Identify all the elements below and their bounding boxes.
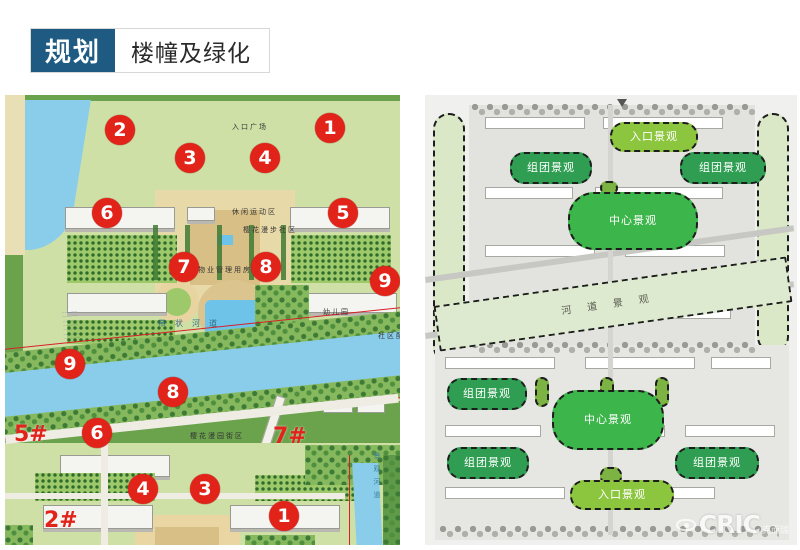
- map-label: 休闲运动区: [232, 208, 277, 216]
- building-number-marker[interactable]: 1: [269, 501, 299, 531]
- central-plaza: [201, 245, 256, 285]
- map-label: 樱花漫步社区: [243, 226, 297, 234]
- site-master-plan-image[interactable]: ————— ————— ————— ————— ————— ————— ————…: [5, 95, 400, 545]
- building-shadow: [290, 229, 390, 232]
- landscape-zone[interactable]: 入口景观: [570, 480, 674, 510]
- tree-row: [471, 103, 757, 117]
- map-label: 带状河道: [158, 319, 226, 328]
- north-lawn-west: [67, 235, 177, 283]
- building-hash-label: 5#: [14, 422, 48, 447]
- map-label: 物业管理用房: [198, 266, 252, 274]
- map-label: 幼儿园: [323, 308, 350, 316]
- building-number-marker[interactable]: 4: [250, 143, 280, 173]
- landscape-zone[interactable]: 中心景观: [552, 390, 664, 450]
- map-label: 樱花漫园街区: [190, 432, 244, 440]
- lower-axis-inner: [155, 527, 219, 545]
- landscape-zone[interactable]: 组团景观: [675, 447, 759, 479]
- site-plan-canvas: ————— ————— ————— ————— ————— ————— ————…: [5, 95, 400, 545]
- landscape-diagram-canvas: 入口景观组团景观组团景观中心景观河道景观中心景观组团景观组团景观组团景观入口景观: [425, 95, 797, 545]
- lower-grove-east: [245, 535, 315, 545]
- building-shadow: [67, 313, 167, 316]
- building-slab: [585, 357, 695, 369]
- north-lawn-east: [291, 235, 391, 283]
- hedge-row: [217, 225, 222, 280]
- landscape-link-node: [535, 377, 549, 407]
- page-title: 楼幢及绿化: [131, 40, 252, 67]
- building-number-marker[interactable]: 9: [55, 349, 85, 379]
- building-hash-label: 7#: [273, 424, 307, 449]
- building-number-marker[interactable]: 3: [175, 143, 205, 173]
- building-number-marker[interactable]: 4: [128, 474, 158, 504]
- landscape-zone[interactable]: 中心景观: [568, 192, 698, 250]
- page-header: 规划 楼幢及绿化: [30, 28, 271, 73]
- west-bank: [5, 95, 25, 255]
- building-shadow: [305, 313, 397, 316]
- landscape-zone[interactable]: 组团景观: [447, 447, 529, 479]
- hedge-row: [281, 225, 286, 280]
- building-shadow: [43, 529, 153, 532]
- building-number-marker[interactable]: 6: [92, 198, 122, 228]
- map-annotation-block: ————— ————— ————— ————— ————— ————— ————…: [61, 309, 81, 341]
- building-shadow: [187, 221, 215, 224]
- building-hash-label: 2#: [44, 508, 78, 533]
- building-block: [187, 207, 215, 221]
- landscape-zone[interactable]: 组团景观: [510, 152, 592, 184]
- map-label: 景观河道: [373, 452, 381, 504]
- building-slab: [485, 117, 585, 129]
- internal-road-vertical: [101, 443, 108, 545]
- building-number-marker[interactable]: 8: [251, 252, 281, 282]
- landscape-zone[interactable]: 组团景观: [447, 378, 527, 410]
- building-slab: [445, 357, 555, 369]
- building-block: [43, 505, 153, 529]
- east-boundary-line: [349, 455, 351, 545]
- building-number-marker[interactable]: 8: [158, 377, 188, 407]
- round-garden-lawn: [163, 288, 191, 316]
- tree-row: [471, 341, 757, 353]
- building-slab: [485, 245, 595, 257]
- building-slab: [685, 425, 775, 437]
- building-slab: [485, 187, 573, 199]
- building-slab: [711, 357, 771, 369]
- map-label: 社区配套商业: [378, 332, 400, 340]
- hedge-row: [153, 225, 158, 280]
- hedge-row: [249, 225, 254, 280]
- header-category-tag: 规划: [31, 29, 116, 72]
- internal-road: [5, 493, 345, 499]
- north-arrow-icon: [617, 99, 627, 107]
- building-number-marker[interactable]: 1: [315, 113, 345, 143]
- building-slab: [445, 425, 541, 437]
- west-edge-grove: [5, 525, 33, 545]
- landscape-structure-image[interactable]: 入口景观组团景观组团景观中心景观河道景观中心景观组团景观组团景观组团景观入口景观…: [425, 95, 797, 545]
- building-number-marker[interactable]: 2: [105, 115, 135, 145]
- building-number-marker[interactable]: 5: [328, 198, 358, 228]
- building-number-marker[interactable]: 3: [190, 474, 220, 504]
- east-river-bank: [383, 455, 400, 545]
- building-number-marker[interactable]: 6: [82, 418, 112, 448]
- landscape-zone[interactable]: 组团景观: [680, 152, 766, 184]
- building-slab: [445, 487, 565, 499]
- landscape-zone[interactable]: 入口景观: [610, 122, 698, 152]
- building-number-marker[interactable]: 9: [370, 266, 400, 296]
- building-block: [67, 293, 167, 313]
- building-number-marker[interactable]: 7: [169, 252, 199, 282]
- map-label: 入口广场: [232, 123, 268, 131]
- building-shadow: [65, 229, 175, 232]
